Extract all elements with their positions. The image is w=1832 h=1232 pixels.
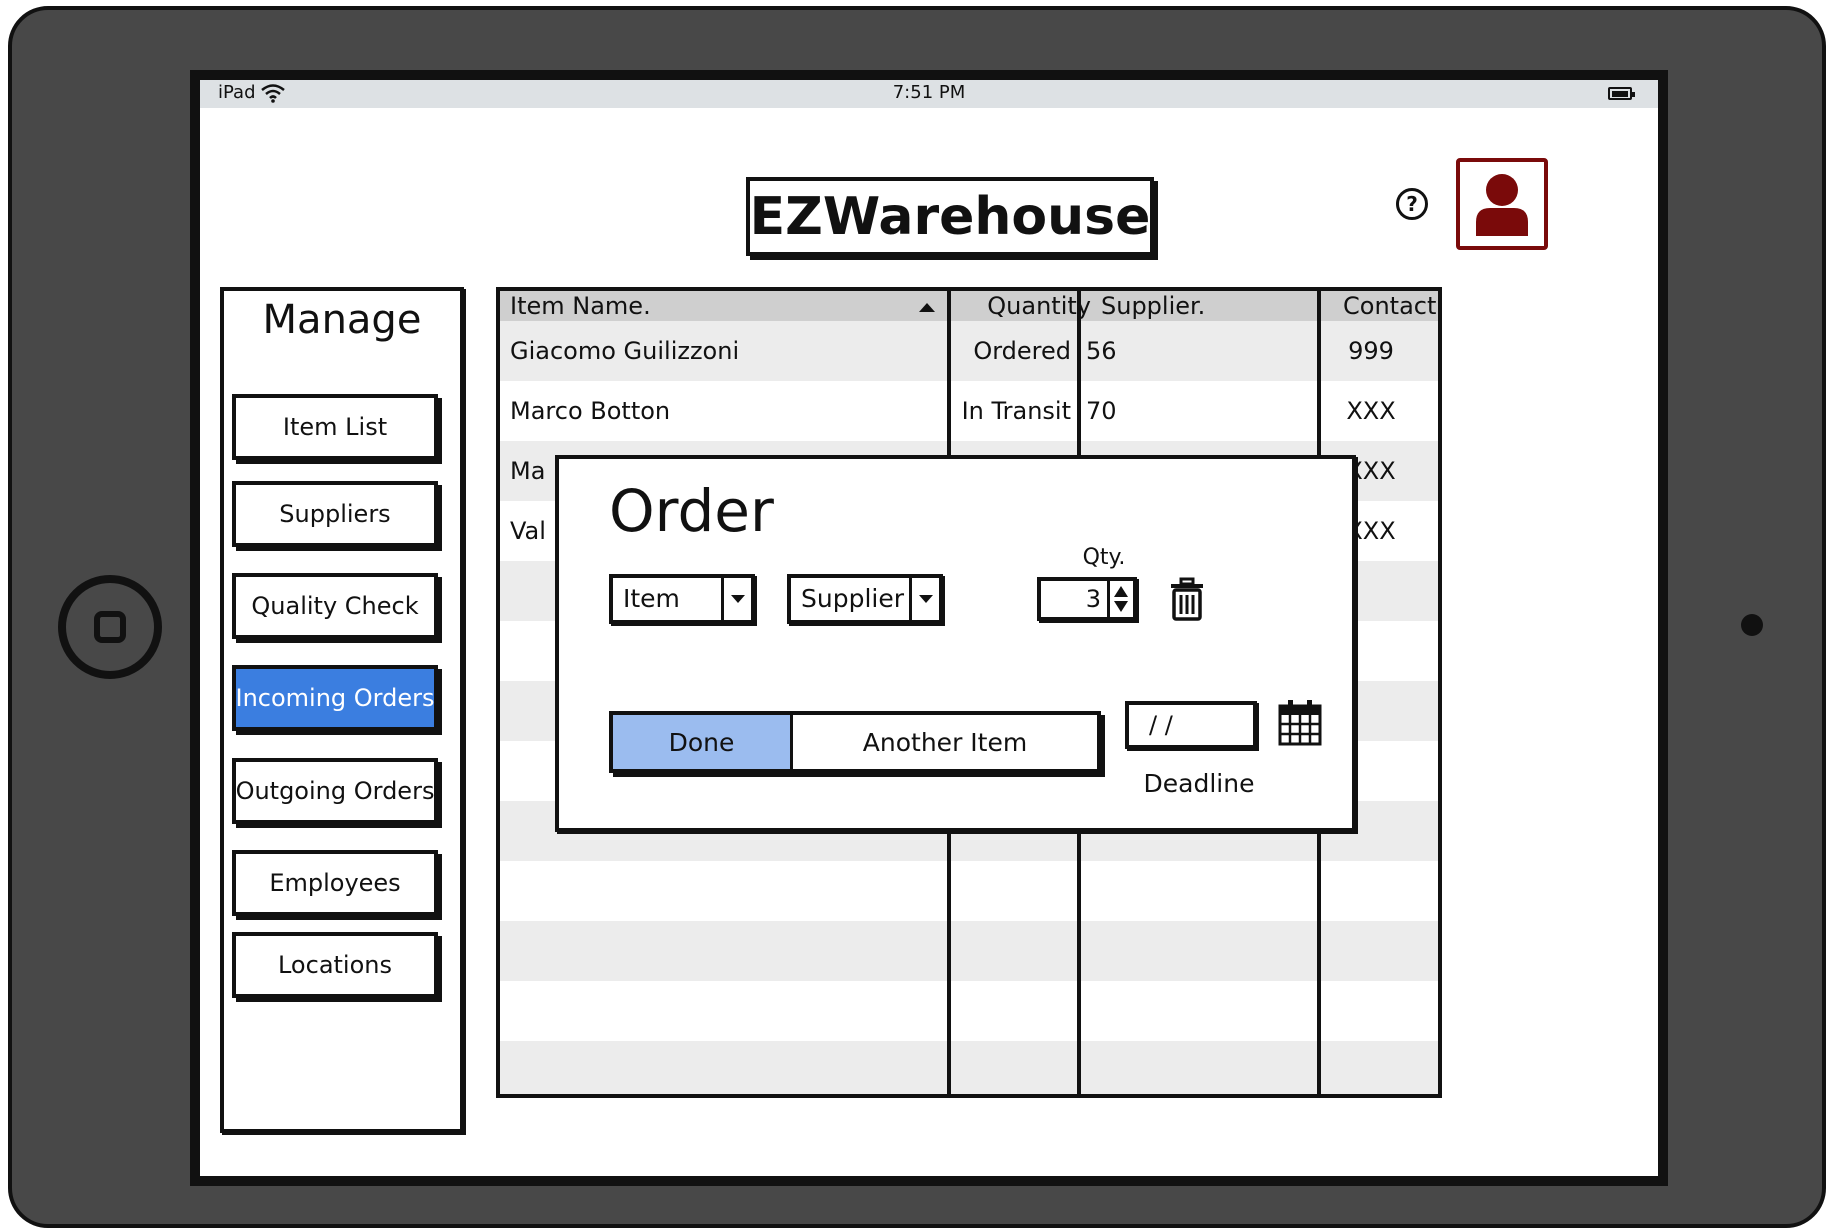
- chevron-down-icon[interactable]: [909, 578, 939, 620]
- nav-suppliers[interactable]: Suppliers: [232, 481, 438, 547]
- deadline-label: Deadline: [1143, 769, 1255, 798]
- dialog-title: Order: [609, 477, 774, 545]
- item-select[interactable]: Item: [609, 574, 755, 624]
- battery-icon: [1608, 87, 1635, 100]
- quantity-value: 3: [1085, 585, 1101, 613]
- table-row: [500, 981, 1438, 1041]
- deadline-date-value: / /: [1149, 711, 1173, 739]
- qty-label: Qty.: [1082, 545, 1126, 570]
- table-row: [500, 861, 1438, 921]
- sort-ascending-icon[interactable]: [918, 301, 936, 313]
- cell-item-name: Ma: [510, 457, 546, 485]
- column-header-item-name[interactable]: Item Name.: [510, 292, 651, 320]
- table-header: Item Name. Quantity Supplier. Contact: [500, 291, 1438, 321]
- another-item-button[interactable]: Another Item: [862, 727, 1028, 757]
- battery-level: [1612, 91, 1628, 97]
- supplier-select-value: Supplier: [801, 584, 905, 613]
- battery-nub: [1632, 92, 1635, 97]
- nav-outgoing-orders[interactable]: Outgoing Orders: [232, 758, 438, 824]
- nav-incoming-orders[interactable]: Incoming Orders: [232, 665, 438, 731]
- calendar-icon[interactable]: [1277, 699, 1323, 747]
- home-button-icon[interactable]: [58, 575, 162, 679]
- table-row: [500, 1041, 1438, 1094]
- nav-locations[interactable]: Locations: [232, 932, 438, 998]
- trash-icon[interactable]: [1169, 577, 1205, 621]
- ipad-frame: iPad 7:51 PM EZWarehouse ? Manage: [8, 6, 1826, 1228]
- deadline-date-field[interactable]: / /: [1125, 701, 1257, 749]
- column-header-quantity[interactable]: Quantity: [987, 292, 1091, 320]
- manage-sidebar: Manage Item List Suppliers Quality Check…: [220, 287, 464, 1133]
- cell-quantity: Ordered: [973, 337, 1071, 365]
- status-bar: iPad 7:51 PM: [200, 80, 1658, 108]
- cell-item-name: Marco Botton: [510, 397, 671, 425]
- dialog-button-group: Done Another Item: [609, 711, 1101, 773]
- quantity-stepper[interactable]: 3: [1037, 577, 1137, 621]
- app-title: EZWarehouse: [746, 177, 1154, 256]
- help-icon[interactable]: ?: [1396, 188, 1428, 220]
- wifi-icon: [261, 84, 285, 103]
- user-avatar-button[interactable]: [1456, 158, 1548, 250]
- column-header-contact[interactable]: Contact: [1343, 292, 1437, 320]
- camera-icon: [1741, 614, 1763, 636]
- nav-quality-check[interactable]: Quality Check: [232, 573, 438, 639]
- table-row[interactable]: [500, 321, 1438, 381]
- cell-contact: XXX: [1346, 397, 1396, 425]
- stepper-arrows-icon[interactable]: [1107, 581, 1133, 617]
- done-button[interactable]: Done: [613, 715, 793, 769]
- clock: 7:51 PM: [892, 82, 966, 103]
- cell-item-name: Val: [510, 517, 546, 545]
- cell-item-name: Giacomo Guilizzoni: [510, 337, 740, 365]
- table-row: [500, 921, 1438, 981]
- cell-supplier: 56: [1086, 337, 1117, 365]
- cell-contact: 999: [1348, 337, 1394, 365]
- chevron-down-icon[interactable]: [721, 578, 751, 620]
- cell-quantity: In Transit: [961, 397, 1071, 425]
- screen: iPad 7:51 PM EZWarehouse ? Manage: [190, 70, 1668, 1186]
- cell-supplier: 70: [1086, 397, 1117, 425]
- home-button-square: [94, 611, 126, 643]
- nav-employees[interactable]: Employees: [232, 850, 438, 916]
- sidebar-title: Manage: [262, 297, 422, 343]
- item-select-value: Item: [623, 584, 680, 613]
- nav-item-list[interactable]: Item List: [232, 394, 438, 460]
- user-avatar-icon: [1476, 174, 1528, 236]
- order-dialog: Order Item Supplier Qty. 3: [555, 455, 1356, 832]
- device-label: iPad: [218, 82, 256, 103]
- supplier-select[interactable]: Supplier: [787, 574, 943, 624]
- column-header-supplier[interactable]: Supplier.: [1101, 292, 1206, 320]
